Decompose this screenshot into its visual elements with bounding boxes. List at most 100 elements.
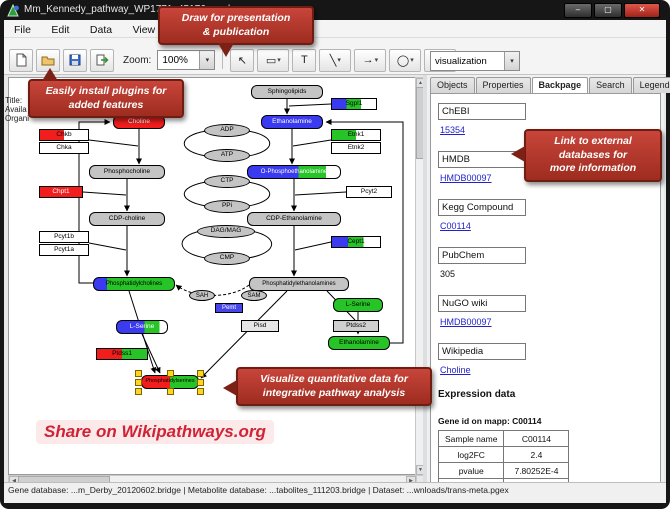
- pathway-node[interactable]: ATP: [204, 149, 250, 162]
- selection-handle[interactable]: [135, 370, 142, 377]
- pathway-node[interactable]: Ethanolamine: [261, 115, 323, 129]
- new-file-button[interactable]: [9, 48, 33, 72]
- selection-handle[interactable]: [167, 388, 174, 395]
- callout-pointer: [511, 146, 525, 162]
- zoom-combobox[interactable]: 100% ▾: [157, 50, 216, 70]
- pathway-node[interactable]: DAG/MAG: [197, 225, 255, 238]
- pathway-node[interactable]: CDP-Ethanolamine: [247, 212, 341, 226]
- table-row: Sample name C00114: [437, 430, 570, 447]
- pathway-node[interactable]: Pcyt1b: [39, 231, 89, 243]
- toolbar: Zoom: 100% ▾ ↖ ▭▾ T ╲▾ →▾ ◯▾ ⊣▾ visualiz…: [4, 38, 666, 75]
- save-icon: [69, 54, 81, 66]
- selection-handle[interactable]: [135, 379, 142, 386]
- pathway-node[interactable]: Pemt: [215, 303, 243, 313]
- table-row: pvalue 7.80252E-4: [437, 462, 570, 479]
- db-header-hmdb: HMDB: [438, 151, 526, 168]
- pathway-node[interactable]: CDP-choline: [89, 212, 165, 226]
- hmdb-link[interactable]: HMDB00097: [440, 173, 492, 183]
- export-icon: [96, 54, 109, 66]
- pathway-node[interactable]: Etnk2: [331, 142, 381, 154]
- visualization-value: visualization: [435, 55, 487, 67]
- pathway-node[interactable]: L-Serine: [116, 320, 168, 334]
- dropdown-arrow-icon: ▾: [374, 57, 379, 64]
- backpage-section: PubChem 305: [438, 245, 656, 279]
- pathway-node[interactable]: Phosphatidylcholines: [93, 277, 175, 291]
- tab-search[interactable]: Search: [589, 77, 632, 93]
- tab-legend[interactable]: Legend: [632, 77, 670, 93]
- line-tool-button[interactable]: ╲▾: [319, 48, 352, 72]
- nugo-link[interactable]: HMDB00097: [440, 317, 492, 327]
- pathway-node[interactable]: O-Phosphoethanolamine: [247, 165, 341, 179]
- selection-handle[interactable]: [135, 388, 142, 395]
- visualization-combobox[interactable]: visualization ▾: [430, 51, 520, 71]
- pathway-node[interactable]: Etnk1: [331, 129, 381, 141]
- label-tool-button[interactable]: T: [292, 48, 317, 72]
- pathway-node[interactable]: Ethanolamine: [328, 336, 390, 350]
- menu-view[interactable]: View: [132, 24, 156, 36]
- pathway-node[interactable]: Cept1: [331, 236, 381, 248]
- callout-pointer: [223, 380, 237, 396]
- dropdown-arrow-icon[interactable]: ▾: [504, 52, 519, 70]
- pathway-node[interactable]: Sgpl1: [331, 98, 377, 110]
- pathway-node[interactable]: Ptdss2: [333, 320, 379, 332]
- selection-tool-button[interactable]: ↖: [230, 48, 255, 72]
- pathway-node[interactable]: PPi: [204, 200, 250, 213]
- pathway-canvas[interactable]: Sphingolipids Sgpl1 Choline ADP Ethanola…: [8, 77, 416, 475]
- pathway-node[interactable]: Chkb: [39, 129, 89, 141]
- minimize-button[interactable]: –: [564, 3, 592, 18]
- menu-file[interactable]: File: [14, 24, 31, 36]
- pathway-node-selected[interactable]: Phosphatidylserines: [141, 375, 199, 389]
- pathway-node[interactable]: SAH: [189, 290, 215, 301]
- pathway-node[interactable]: CMP: [204, 252, 250, 265]
- dropdown-arrow-icon: ▾: [337, 57, 341, 64]
- pathway-node[interactable]: Ptdss1: [96, 348, 148, 360]
- arrow-tool-button[interactable]: →▾: [354, 48, 387, 72]
- backpage-section: HMDB HMDB00097: [438, 149, 656, 183]
- pathway-node[interactable]: Chka: [39, 142, 89, 154]
- pathway-node[interactable]: Chpt1: [39, 186, 83, 198]
- open-file-button[interactable]: [36, 48, 60, 72]
- pathway-node[interactable]: Pcyt2: [346, 186, 392, 198]
- pathway-node[interactable]: Pisd: [241, 320, 279, 332]
- kegg-link[interactable]: C00114: [440, 221, 471, 231]
- pathway-node[interactable]: Phosphatidylethanolamines: [249, 277, 349, 291]
- chebi-link[interactable]: 15354: [440, 125, 466, 135]
- shape-tool-button[interactable]: ◯▾: [389, 48, 422, 72]
- selection-handle[interactable]: [197, 388, 204, 395]
- tab-objects[interactable]: Objects: [430, 77, 475, 93]
- panel-splitter[interactable]: [423, 75, 427, 487]
- pathway-node[interactable]: Phosphocholine: [89, 165, 165, 179]
- db-header-nugo: NuGO wiki: [438, 295, 526, 312]
- pathway-node[interactable]: CTP: [204, 175, 250, 188]
- export-button[interactable]: [90, 48, 114, 72]
- selection-handle[interactable]: [167, 370, 174, 377]
- left-panel-fragment: Organi: [5, 114, 30, 123]
- pathway-node[interactable]: Sphingolipids: [251, 85, 323, 99]
- dropdown-arrow-icon[interactable]: ▾: [199, 51, 215, 69]
- datanode-tool-button[interactable]: ▭▾: [257, 48, 290, 72]
- menu-edit[interactable]: Edit: [51, 24, 70, 36]
- menu-data[interactable]: Data: [89, 24, 113, 36]
- dropdown-arrow-icon: ▾: [277, 57, 281, 64]
- main-area: Title: Availa Organi: [4, 75, 670, 487]
- expression-data-title: Expression data: [438, 389, 516, 400]
- pathway-node[interactable]: SAM: [241, 290, 267, 301]
- callout-pointer: [42, 68, 58, 81]
- open-folder-icon: [41, 56, 55, 66]
- save-button[interactable]: [63, 48, 87, 72]
- pathway-node[interactable]: ADP: [204, 124, 250, 137]
- close-button[interactable]: ✕: [624, 3, 660, 18]
- tab-properties[interactable]: Properties: [475, 77, 531, 93]
- pathway-node[interactable]: Pcyt1a: [39, 244, 89, 256]
- selection-handle[interactable]: [197, 379, 204, 386]
- pathway-wires: [78, 99, 404, 379]
- callout-link: Link to external databases for more info…: [511, 129, 662, 182]
- backpage-section: Wikipedia Choline: [438, 341, 656, 375]
- pathway-node[interactable]: L-Serine: [333, 298, 383, 312]
- table-cell: C00114: [503, 430, 570, 447]
- tab-backpage[interactable]: Backpage: [531, 77, 589, 93]
- table-cell: 2.4: [503, 446, 570, 463]
- selection-handle[interactable]: [197, 370, 204, 377]
- wikipedia-link[interactable]: Choline: [440, 365, 471, 375]
- maximize-button[interactable]: ▢: [594, 3, 622, 18]
